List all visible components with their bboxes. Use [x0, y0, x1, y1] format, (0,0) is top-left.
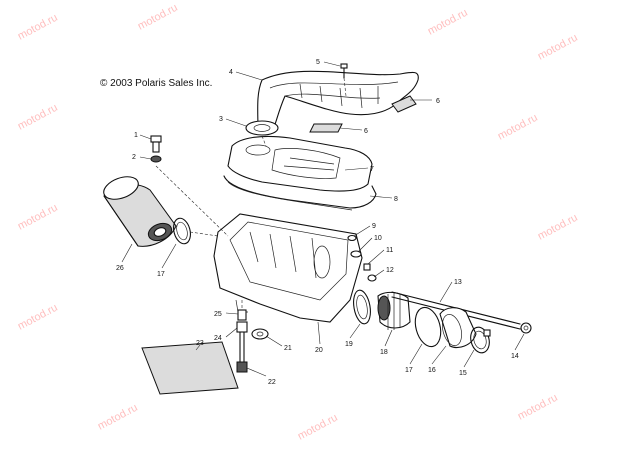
air-filter-part	[103, 176, 177, 247]
callout-23: 23	[196, 340, 204, 347]
watermark: motod.ru	[16, 302, 60, 333]
foam-panel-part	[141, 341, 239, 395]
lid-seal-part	[223, 175, 377, 211]
intake-duct-part	[257, 70, 419, 133]
watermark: motod.ru	[426, 7, 470, 38]
callout-5: 5	[316, 59, 320, 66]
watermark: motod.ru	[136, 2, 180, 33]
intake-boot-part	[439, 307, 477, 349]
screw-part	[340, 63, 348, 79]
callout-1: 1	[134, 132, 138, 139]
callout-2: 2	[132, 154, 136, 161]
callout-14: 14	[511, 353, 519, 360]
callout-19: 19	[345, 341, 353, 348]
airbox-base-part	[213, 213, 363, 323]
leader-lines	[121, 61, 525, 377]
small-hardware-part	[347, 234, 377, 282]
watermark: motod.ru	[296, 412, 340, 443]
watermark: motod.ru	[536, 32, 580, 63]
callout-17: 17	[405, 367, 413, 374]
callout-24: 24	[214, 335, 222, 342]
callout-12: 12	[386, 267, 394, 274]
callout-11: 11	[386, 247, 393, 254]
o-ring-part	[414, 306, 442, 348]
callout-8: 8	[394, 196, 398, 203]
callout-20: 20	[315, 347, 323, 354]
callout-15: 15	[459, 370, 467, 377]
grommet-part	[245, 120, 279, 136]
gasket-part	[353, 289, 371, 325]
boot-clamp-part	[470, 326, 491, 354]
drain-plug-part	[236, 361, 248, 373]
callout-25: 25	[214, 311, 222, 318]
callout-labels: 4 5 6 6 3 1 2 7 8 9 10 11 12 13 14 15 16…	[116, 59, 519, 386]
drain-fitting-part	[237, 309, 247, 321]
nut-part	[520, 322, 532, 334]
callout-10: 10	[374, 235, 382, 242]
callout-9: 9	[372, 223, 376, 230]
watermark: motod.ru	[16, 12, 60, 43]
callout-26: 26	[116, 265, 124, 272]
washer-21-part	[251, 328, 269, 340]
copyright-notice: © 2003 Polaris Sales Inc.	[100, 78, 212, 89]
callout-17: 17	[157, 271, 165, 278]
watermark: motod.ru	[16, 202, 60, 233]
callout-4: 4	[229, 69, 233, 76]
callout-13: 13	[454, 279, 462, 286]
callout-3: 3	[219, 116, 223, 123]
drain-tube-part	[236, 321, 248, 363]
bolt-part	[150, 135, 162, 153]
watermark: motod.ru	[96, 402, 140, 433]
callout-18: 18	[380, 349, 388, 356]
callout-6: 6	[436, 98, 440, 105]
adapter-part	[377, 291, 411, 330]
watermark: motod.ru	[16, 102, 60, 133]
watermark: motod.ru	[536, 212, 580, 243]
watermark-layer: motod.ru motod.ru motod.ru motod.ru moto…	[16, 2, 580, 443]
watermark: motod.ru	[496, 112, 540, 143]
alignment-lines	[155, 77, 347, 310]
callout-7: 7	[370, 166, 374, 173]
callout-6: 6	[364, 128, 368, 135]
washer-part	[150, 155, 162, 163]
watermark: motod.ru	[516, 392, 560, 423]
hose-clamp-part	[173, 217, 191, 245]
airbox-lid-part	[227, 135, 373, 192]
callout-16: 16	[428, 367, 436, 374]
callout-21: 21	[284, 345, 292, 352]
foam-pad-part	[309, 95, 417, 133]
callout-22: 22	[268, 379, 276, 386]
